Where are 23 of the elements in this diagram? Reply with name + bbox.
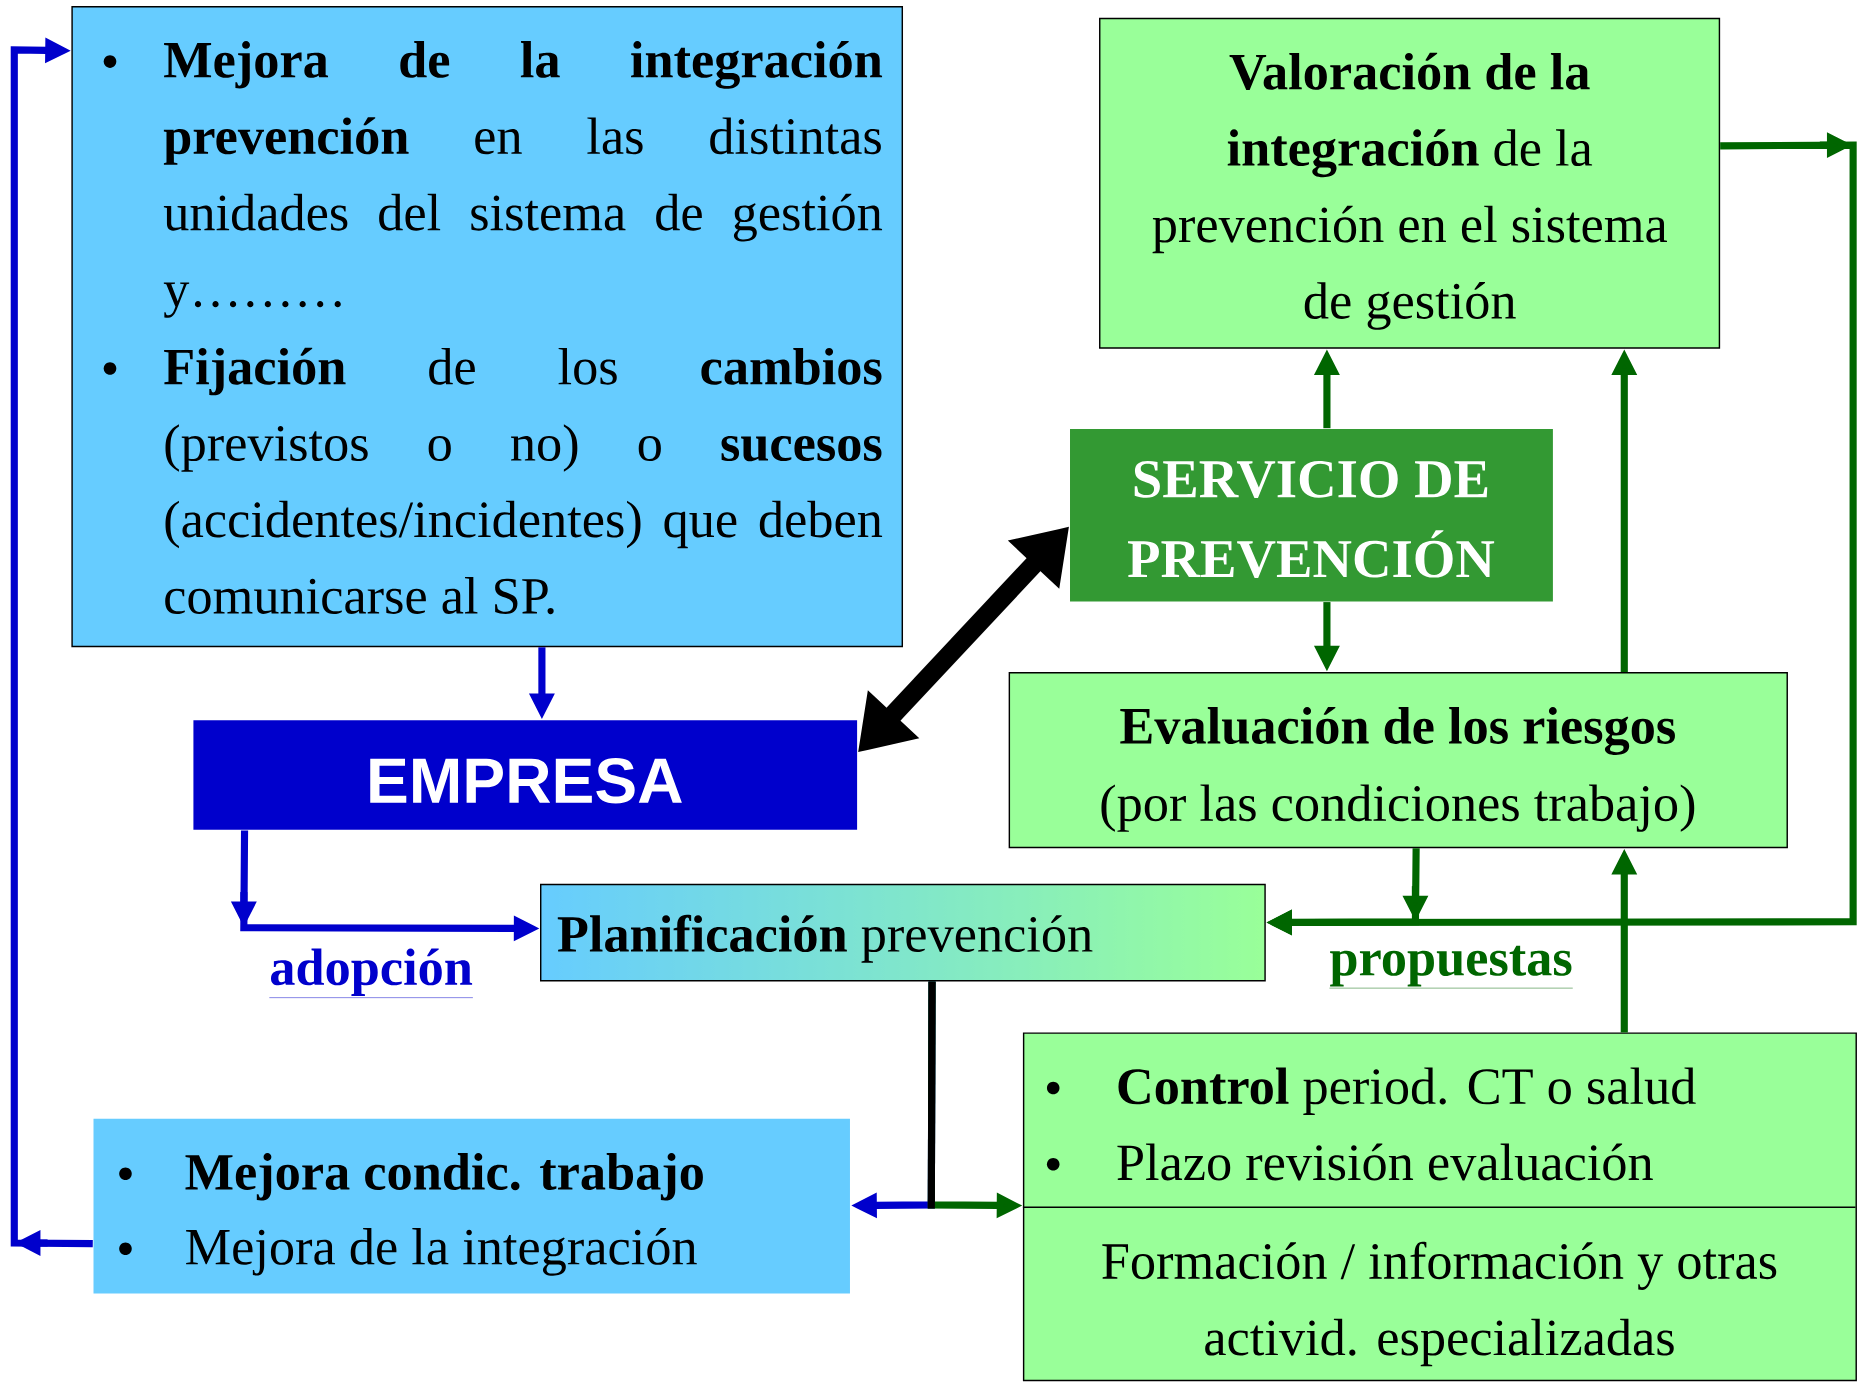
edge-label: adopción <box>269 948 474 998</box>
process-box <box>193 720 858 830</box>
process-box <box>93 1118 850 1294</box>
bullet-item: Mejora de la integración <box>119 1227 697 1276</box>
process-box <box>1022 1032 1857 1382</box>
process-box <box>1099 17 1721 349</box>
box-text: Formación / información y otras activid. especializadas <box>1102 1241 1777 1367</box>
box-text: Evaluación de los riesgos <box>1120 706 1675 755</box>
box-text: EMPRESA <box>370 757 682 804</box>
process-box <box>540 883 1266 982</box>
process-box <box>1070 428 1553 602</box>
edge-label: propuestas <box>1329 945 1573 989</box>
box-text: Valoración de la integración de la prevención en el sistema de gestión <box>1152 52 1667 330</box>
bullet-item: Fijación de los cambios (previstos o no) o sucesos (accidentes/incidentes) que deben comunicarse al SP. <box>103 347 883 614</box>
bullet-item: Mejora condic. trabajo <box>119 1153 703 1201</box>
bullet-item: Plazo revisión evaluación <box>1046 1143 1653 1181</box>
box-text: SERVICIO DE PREVENCIÓN <box>1128 460 1495 578</box>
box-text: Planificación prevención <box>557 914 1093 963</box>
text-box <box>71 5 903 648</box>
box-text: (por las condiciones trabajo) <box>1101 784 1695 832</box>
bullet-item: Mejora de la integración prevención en las distintas unidades del sistema de gestión y……… <box>103 40 883 318</box>
process-box <box>1008 671 1788 849</box>
bullet-item: Control period. CT o salud <box>1046 1067 1696 1115</box>
